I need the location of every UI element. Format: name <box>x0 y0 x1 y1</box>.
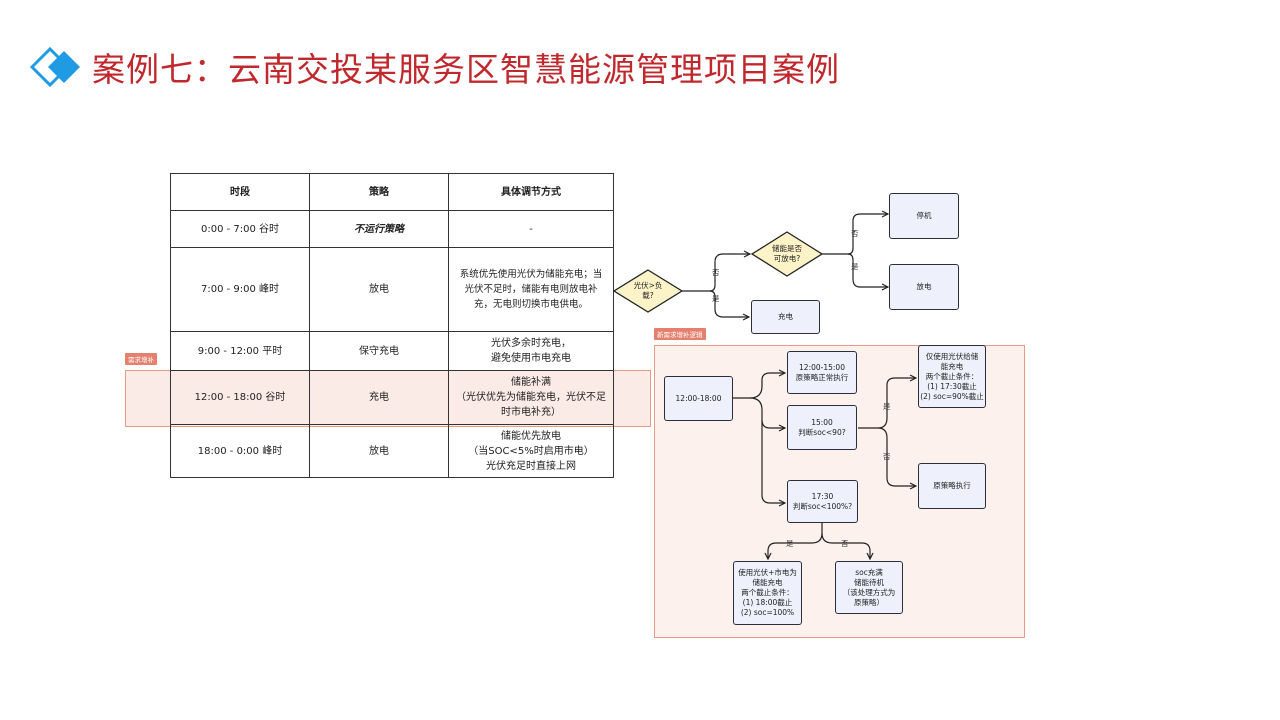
original-strategy-box: 原策略执行 <box>918 463 986 509</box>
decision-diamond-pv <box>612 269 684 313</box>
storage-standby-box: soc充满 储能待机 （该处理方式为 原策略） <box>835 561 903 614</box>
page-title: 案例七：云南交投某服务区智慧能源管理项目案例 <box>92 50 840 89</box>
discharge-box: 放电 <box>889 264 959 310</box>
label-no-4: 否 <box>841 539 849 548</box>
period-cell: 0:00 - 7:00 谷时 <box>170 210 310 248</box>
strategy-cell: 放电 <box>309 424 449 478</box>
period-cell: 12:00 - 18:00 谷时 <box>170 370 310 425</box>
table-row: 18:00 - 0:00 峰时 放电 储能优先放电 （当SOC<5%时启用市电）… <box>170 424 614 478</box>
table-row: 0:00 - 7:00 谷时 不运行策略 - <box>170 210 614 248</box>
pv-grid-charge-box: 使用光伏+市电为 储能充电 两个截止条件： (1) 18:00截止 (2) so… <box>733 561 802 625</box>
strategy-table: 时段 策略 具体调节方式 0:00 - 7:00 谷时 不运行策略 - 7:00… <box>170 173 614 478</box>
method-cell: 储能优先放电 （当SOC<5%时启用市电） 光伏充足时直接上网 <box>448 424 614 478</box>
label-no-2: 否 <box>851 229 859 238</box>
label-yes-4: 是 <box>786 539 794 548</box>
method-cell: 储能补满 （光伏优先为储能充电，光伏不足 时市电补充） <box>448 370 614 425</box>
title-bar: 案例七：云南交投某服务区智慧能源管理项目案例 <box>30 42 840 92</box>
demand-supplement-tag: 需求增补 <box>125 353 157 365</box>
decision-storage-text: 储能是否 可放电? <box>772 244 802 263</box>
label-yes-3: 是 <box>883 402 891 411</box>
strategy-cell: 不运行策略 <box>309 210 449 248</box>
pv-charge-only-box: 仅使用光伏给储 能充电 两个截止条件： (1) 17:30截止 (2) soc=… <box>918 345 986 408</box>
label-no-3: 否 <box>883 452 891 461</box>
label-yes-1: 是 <box>712 294 720 303</box>
step-normal-box: 12:00-15:00 原策略正常执行 <box>787 351 857 394</box>
new-logic-tag: 新需求增补逻辑 <box>654 328 706 340</box>
method-cell: 系统优先使用光伏为储能充电；当 光伏不足时，储能有电则放电补 充，无电则切换市电… <box>448 247 614 332</box>
strategy-cell: 放电 <box>309 247 449 332</box>
method-cell: - <box>448 210 614 248</box>
table-row: 7:00 - 9:00 峰时 放电 系统优先使用光伏为储能充电；当 光伏不足时，… <box>170 247 614 332</box>
start-time-box: 12:00-18:00 <box>664 376 733 421</box>
step-soc100-box: 17:30 判断soc<100%? <box>787 480 858 523</box>
label-yes-2: 是 <box>851 262 859 271</box>
step-soc90-box: 15:00 判断soc<90? <box>787 405 857 450</box>
shutdown-box: 停机 <box>889 193 959 239</box>
charge-box: 充电 <box>751 300 820 334</box>
decision-diamond-storage <box>750 231 824 277</box>
header-method: 具体调节方式 <box>448 173 614 211</box>
decision-pv-text: 光伏>负 载? <box>633 281 663 300</box>
diamond-bullet-icon <box>30 47 80 87</box>
label-no-1: 否 <box>712 268 720 277</box>
period-cell: 9:00 - 12:00 平时 <box>170 331 310 371</box>
